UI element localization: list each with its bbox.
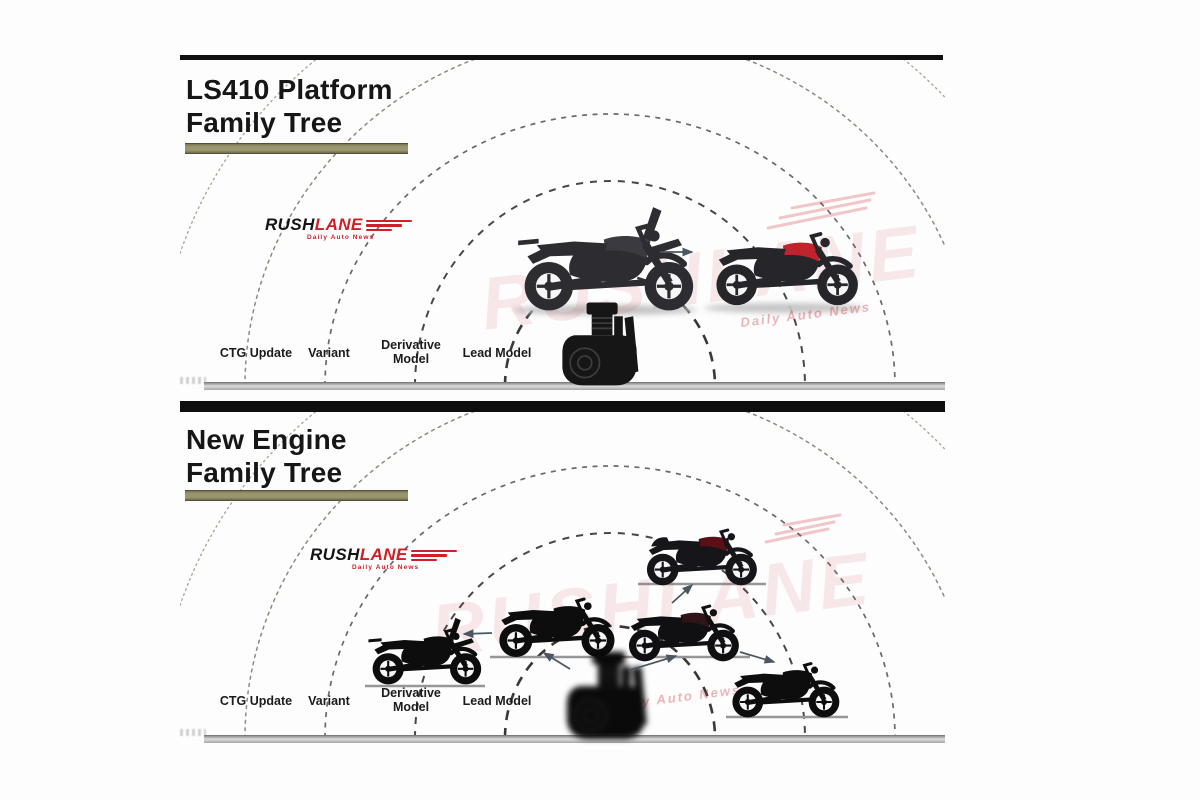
logo-tagline: Daily Auto News [307,233,375,241]
logo-speed-lines-icon [365,220,412,231]
title-line-2: Family Tree [186,457,343,488]
title-line-2: Family Tree [186,107,343,138]
title-underline [185,490,408,501]
logo-word-rush: RUSH [265,215,315,234]
adventure-silhouette [360,610,492,688]
logo-speed-lines-icon [410,550,457,561]
engine-image [552,299,647,394]
derivative-label-line1: Derivative [381,338,441,352]
derivative-label-line2: Model [392,700,430,714]
ring-arc-derivative [414,180,806,387]
logo-tagline: Daily Auto News [352,563,420,571]
ring-label-ctg-update: CTG Update [219,346,293,360]
derivative-label-line2: Model [392,352,430,366]
logo-word-lane: LANE [314,215,363,234]
ring-label-lead-model: Lead Model [462,694,532,708]
ring-label-variant: Variant [308,346,350,360]
ring-label-derivative-model: Derivative Model [366,686,456,714]
logo-word-lane: LANE [359,545,408,564]
page-title: New Engine Family Tree [186,423,347,489]
ring-label-ctg-update: CTG Update [219,694,293,708]
panel-divider-bar [180,401,945,412]
scrambler-2-silhouette [720,644,850,721]
corner-mark [180,377,206,384]
derivative-label-line1: Derivative [381,686,441,700]
engine-silhouette [556,648,656,748]
scrambler-motorcycle-image [700,208,872,310]
timeline-bar [204,735,945,743]
page-title: LS410 Platform Family Tree [186,73,393,139]
adventure-motorcycle-image [505,195,710,316]
title-line-1: New Engine [186,424,347,455]
ring-label-lead-model: Lead Model [462,346,532,360]
corner-mark [180,729,206,736]
top-rule [180,55,943,60]
title-line-1: LS410 Platform [186,74,393,105]
ring-label-derivative-model: Derivative Model [366,338,456,366]
bike-shadow [704,303,864,313]
logo-word-rush: RUSH [310,545,360,564]
cafe-racer-silhouette [634,510,768,589]
ring-label-variant: Variant [308,694,350,708]
title-underline [185,143,408,154]
